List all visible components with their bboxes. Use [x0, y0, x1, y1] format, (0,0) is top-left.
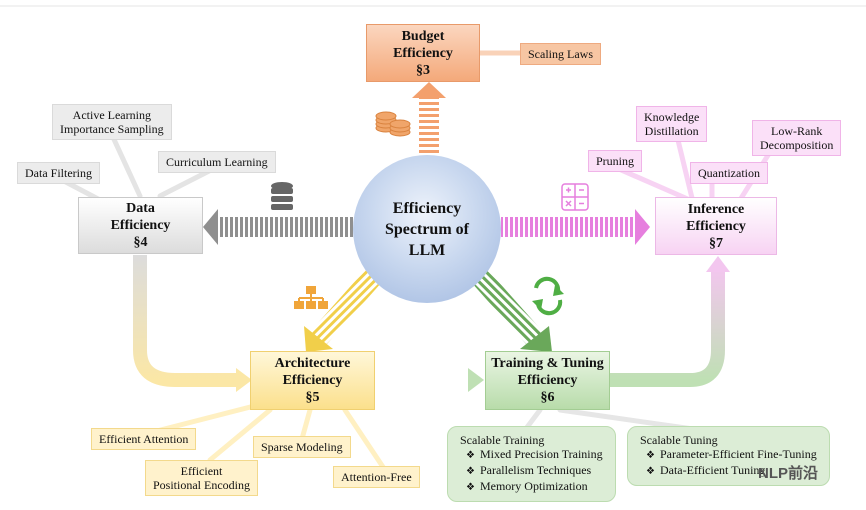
recycle-icon: [532, 276, 564, 316]
budget-line-1: Budget: [401, 28, 445, 44]
center-line-3: LLM: [408, 241, 446, 259]
hierarchy-icon: [294, 286, 328, 309]
center-line-1: Efficiency: [392, 199, 462, 217]
budget-node: Budget Efficiency §3: [366, 24, 480, 82]
scalable-training-item: Parallelism Techniques: [460, 463, 603, 479]
coins-icon: [375, 111, 411, 137]
training-line-1: Training & Tuning: [491, 356, 604, 371]
data-node: Data Efficiency §4: [78, 197, 203, 254]
scalable-tuning-item: Data-Efficient Tuning: [640, 463, 817, 479]
inference-section: §7: [709, 235, 723, 251]
flow-training-to-inference: [610, 268, 725, 387]
scalable-tuning-item: Parameter-Efficient Fine-Tuning: [640, 447, 817, 463]
center-node: Efficiency Spectrum of LLM: [353, 155, 501, 303]
flow-arrowhead-inference: [706, 256, 730, 272]
flow-arrowhead-training: [468, 368, 484, 392]
inference-line-2: Efficiency: [686, 218, 746, 234]
training-section: §6: [540, 390, 555, 405]
database-icon: [271, 182, 293, 210]
tag-knowledge-distillation: Knowledge Distillation: [636, 106, 708, 142]
arrow-to-architecture: [304, 270, 382, 352]
flow-data-to-architecture: [133, 255, 240, 387]
tag-data-filtering: Data Filtering: [17, 162, 100, 184]
tag-scaling-laws: Scaling Laws: [520, 43, 601, 65]
arrow-to-inference: [501, 209, 650, 245]
inference-node: Inference Efficiency §7: [655, 197, 777, 255]
architecture-line-1: Architecture: [274, 356, 351, 371]
tag-active-learning: Active Learning Importance Sampling: [52, 104, 172, 140]
arrow-to-data: [203, 209, 354, 245]
tag-pruning: Pruning: [588, 150, 643, 172]
inference-line-1: Inference: [687, 201, 745, 217]
tag-curriculum-learning: Curriculum Learning: [158, 151, 276, 173]
tag-sparse-modeling: Sparse Modeling: [253, 436, 351, 458]
data-line-2: Efficiency: [110, 218, 171, 233]
tag-attention-free: Attention-Free: [333, 466, 420, 488]
scalable-training-title: Scalable Training: [460, 433, 545, 447]
center-line-2: Spectrum of: [385, 220, 469, 238]
budget-line-2: Efficiency: [393, 45, 453, 61]
watermark: NLP前沿: [758, 465, 819, 482]
budget-section: §3: [416, 62, 430, 78]
arrow-to-budget: [412, 82, 446, 159]
scalable-training-panel: Scalable Training Mixed Precision Traini…: [447, 426, 616, 502]
tag-efficient-attention: Efficient Attention: [91, 428, 197, 450]
scalable-training-item: Mixed Precision Training: [460, 447, 603, 463]
scalable-training-item: Memory Optimization: [460, 479, 603, 495]
arrow-to-training: [471, 270, 552, 352]
architecture-line-2: Efficiency: [282, 373, 343, 388]
architecture-section: §5: [305, 390, 320, 405]
data-section: §4: [133, 235, 148, 250]
flow-arrowhead-architecture: [236, 368, 252, 392]
scalable-tuning-panel: Scalable Tuning Parameter-Efficient Fine…: [627, 426, 830, 486]
tag-low-rank-decomposition: Low-Rank Decomposition: [752, 120, 842, 156]
tag-quantization: Quantization: [690, 162, 768, 184]
tag-efficient-positional-encoding: Efficient Positional Encoding: [145, 460, 258, 496]
training-line-2: Efficiency: [517, 373, 578, 388]
training-node: Training & Tuning Efficiency §6: [485, 351, 610, 410]
data-line-1: Data: [126, 201, 155, 216]
architecture-node: Architecture Efficiency §5: [250, 351, 375, 410]
scalable-tuning-title: Scalable Tuning: [640, 433, 718, 447]
calculator-icon: [561, 183, 589, 211]
